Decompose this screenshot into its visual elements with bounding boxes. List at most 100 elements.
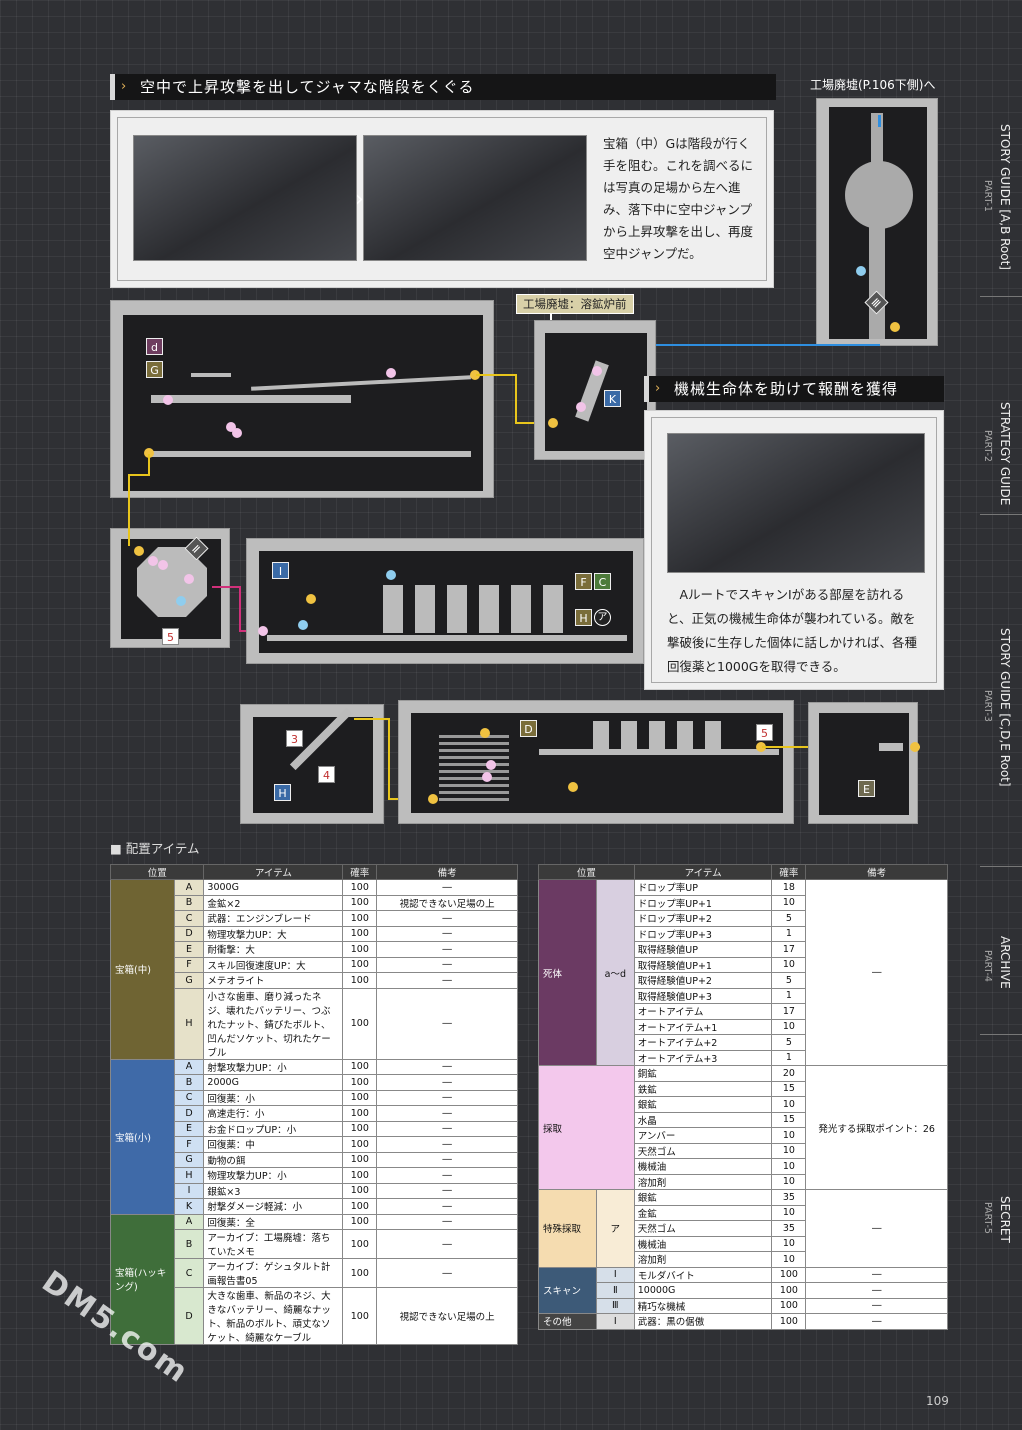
map-marker (232, 428, 242, 438)
item-cell: 回復薬：中 (203, 1136, 344, 1153)
screenshot-1 (133, 135, 357, 261)
key-cell: G (173, 972, 205, 989)
sidebar-title: ARCHIVE (998, 936, 1012, 989)
tip-text-2: AルートでスキャンⅠがある部屋を訪れると、正気の機械生命体が襲われている。敵を撃… (667, 587, 918, 674)
item-cell: 武器：黒の倨傲 (633, 1313, 773, 1330)
note-cell: ― (376, 1229, 518, 1259)
sidebar-divider (980, 866, 1022, 867)
map-marker (258, 626, 268, 636)
rate-cell: 100 (771, 1266, 807, 1283)
sidebar-divider (980, 296, 1022, 297)
item-cell: 水晶 (633, 1111, 773, 1128)
col-rate: 確率 (342, 864, 378, 880)
note-cell: ― (376, 1151, 518, 1168)
map-label-3: 3 (286, 730, 303, 747)
key-cell: C (173, 1089, 205, 1106)
item-cell: 溶加剤 (633, 1173, 773, 1190)
note-cell: ― (805, 1282, 948, 1299)
item-cell: モルダバイト (633, 1266, 773, 1283)
item-cell: ドロップ率UP (633, 879, 773, 896)
rate-cell: 15 (771, 1111, 807, 1128)
map-pillar (383, 585, 403, 633)
tip-text-1: 宝箱（中）Gは階段が行く手を阻む。これを調べるには写真の足場から左へ進み、落下中… (603, 136, 754, 261)
route-line (515, 374, 517, 424)
rate-cell: 100 (342, 987, 378, 1060)
key-cell: K (173, 1198, 205, 1215)
map-path (539, 749, 779, 755)
map-marker (480, 728, 490, 738)
note-cell: 視認できない足場の上 (376, 894, 518, 911)
key-cell: A (173, 1213, 205, 1230)
map-marker (548, 418, 558, 428)
note-cell: ― (376, 910, 518, 927)
item-cell: 10000G (633, 1282, 773, 1299)
note-cell: 視認できない足場の上 (376, 1287, 518, 1345)
note-cell: ― (376, 879, 518, 896)
category-cell: 宝箱(小) (110, 1058, 175, 1215)
sidebar-title: STORY GUIDE [C,D,E Root] (998, 628, 1012, 787)
section-title-1: › 空中で上昇攻撃を出してジャマな階段をくぐる (110, 74, 776, 100)
rate-cell: 100 (342, 1167, 378, 1184)
key-cell: Ⅰ (595, 1266, 635, 1283)
map-room-bottom-left (240, 704, 384, 824)
map-room-furnace (534, 320, 656, 460)
rate-cell: 100 (342, 1136, 378, 1153)
rate-cell: 5 (771, 972, 807, 989)
rate-cell: 100 (342, 894, 378, 911)
item-cell: 機械油 (633, 1158, 773, 1175)
key-cell: A (173, 1058, 205, 1075)
route-line (239, 586, 241, 632)
item-cell: アンバー (633, 1127, 773, 1144)
key-cell: F (173, 956, 205, 973)
note-cell: ― (376, 941, 518, 958)
section-title-text: 機械生命体を助けて報酬を獲得 (674, 380, 899, 398)
map-marker (576, 402, 586, 412)
item-cell: 銀鉱 (633, 1189, 773, 1206)
item-cell: 物理攻撃力UP：小 (203, 1167, 344, 1184)
sidebar-title: STRATEGY GUIDE (998, 402, 1012, 506)
map-label-4: 4 (318, 766, 335, 783)
category-cell: 死体 (538, 879, 597, 1066)
category-cell: 宝箱(ハッキング) (110, 1213, 175, 1345)
item-cell: 3000G (203, 879, 344, 896)
note-cell: ― (376, 1258, 518, 1288)
item-cell: オートアイテム+2 (633, 1034, 773, 1051)
key-cell: Ⅰ (595, 1313, 635, 1330)
map-pillar (677, 721, 693, 749)
map-corridor (869, 227, 885, 339)
note-cell: ― (805, 1266, 948, 1283)
note-cell: ― (376, 1136, 518, 1153)
map-marker (486, 760, 496, 770)
col-item: アイテム (203, 864, 344, 880)
map-path (267, 635, 627, 641)
route-line (212, 586, 240, 588)
item-cell: 射撃ダメージ軽減：小 (203, 1198, 344, 1215)
rate-cell: 100 (342, 1120, 378, 1137)
rate-cell: 10 (771, 1158, 807, 1175)
section-title-2: › 機械生命体を助けて報酬を獲得 (644, 376, 944, 402)
key-cell: Ⅲ (595, 1297, 635, 1314)
route-line (878, 115, 881, 127)
col-item: アイテム (633, 864, 773, 880)
rate-cell: 5 (771, 1034, 807, 1051)
map-label-D: D (520, 720, 537, 737)
rate-cell: 10 (771, 1173, 807, 1190)
rate-cell: 100 (342, 941, 378, 958)
item-cell: 取得経験値UP+1 (633, 956, 773, 973)
map-marker (184, 574, 194, 584)
item-cell: 銀鉱 (633, 1096, 773, 1113)
note-cell: ― (805, 879, 948, 1066)
